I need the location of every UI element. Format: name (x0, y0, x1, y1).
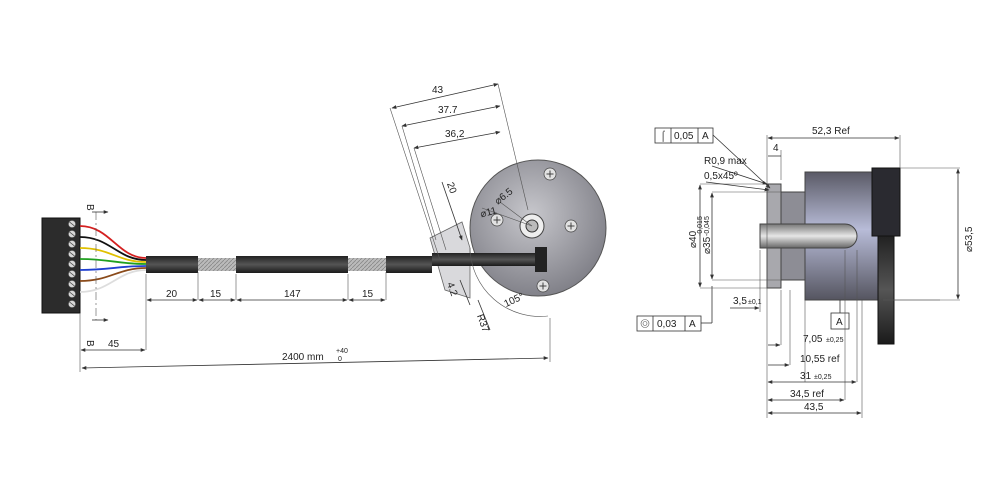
side-dim-7-05-tol: ±0,25 (826, 337, 844, 344)
terminal-connector (41, 217, 81, 314)
flatness-value: 0,05 (674, 131, 694, 142)
side-dim-31: 31 (800, 371, 812, 382)
svg-text:⌠: ⌠ (660, 130, 666, 142)
side-dim-3-5-tol: ±0,1 (748, 299, 762, 306)
datum-a-box: A (830, 300, 850, 330)
encoder-front-view: 43 37.7 36,2 20 4.2 R37 105° ⌀6.5 ⌀11 (389, 83, 607, 334)
encoder-shaft (759, 223, 858, 249)
side-dia-53-5: ⌀53,5 (964, 226, 975, 252)
cable-assembly: B B 20 15 147 15 45 2400 mm +40 0 (41, 204, 551, 372)
flatness-datum: A (702, 131, 709, 142)
front-dim-36-2: 36,2 (445, 129, 465, 140)
side-dim-3-5: 3,5 (733, 296, 747, 307)
side-dim-7-05: 7,05 (803, 334, 823, 345)
cable-dim-20: 20 (166, 289, 178, 300)
cable-braid-section-2 (348, 258, 386, 271)
total-length-tol-minus: 0 (338, 356, 342, 363)
cable-wire (79, 258, 147, 265)
svg-text:A: A (836, 317, 843, 328)
terminal-screw (68, 260, 76, 268)
connector-dim-45: 45 (108, 339, 120, 350)
cable-jacket-section (146, 256, 198, 273)
terminal-screw (68, 240, 76, 248)
cable-wires (79, 225, 147, 293)
section-mark-bottom: B (84, 340, 95, 347)
front-dim-20: 20 (444, 181, 458, 196)
section-mark-top: B (84, 204, 95, 211)
side-dim-52-3-ref: 52,3 Ref (812, 126, 850, 137)
side-dim-10-55-ref: 10,55 ref (800, 354, 840, 365)
cable-dim-15a: 15 (210, 289, 222, 300)
cable-jacket-main (236, 256, 348, 273)
side-radius: R0,9 max (704, 156, 747, 167)
terminal-screw (68, 280, 76, 288)
terminal-screw (68, 250, 76, 258)
side-dim-43-5: 43,5 (804, 402, 824, 413)
side-dim-34-5-ref: 34,5 ref (790, 389, 824, 400)
concentricity-frame: 0,03 A (636, 286, 713, 332)
cable-dim-15b: 15 (362, 289, 374, 300)
front-dim-4-2: 4.2 (444, 281, 459, 298)
side-dia-35-tol-upper: -0,015 (697, 216, 704, 236)
side-dim-31-tol: ±0,25 (814, 374, 832, 381)
terminal-screw (68, 270, 76, 278)
housing-screw (536, 279, 550, 293)
cable-jacket-end (386, 256, 432, 273)
side-dim-4: 4 (773, 143, 779, 154)
encoder-side-view: ⌠ 0,05 A 0,03 A A (636, 126, 975, 418)
cable-wire (79, 265, 147, 271)
side-dia-35: ⌀35 (702, 236, 713, 254)
cable-wire (79, 267, 147, 282)
cable-wire (79, 247, 147, 263)
cable-dim-147: 147 (284, 289, 301, 300)
front-dim-37-7: 37.7 (438, 105, 458, 116)
front-dia-11: ⌀11 (479, 205, 498, 220)
side-dia-40: ⌀40 (688, 230, 699, 248)
housing-screw (543, 167, 557, 181)
cable-wire (79, 269, 147, 293)
total-length-label: 2400 mm (282, 352, 324, 363)
terminal-screw (68, 230, 76, 238)
housing-screw (564, 219, 578, 233)
front-dim-r37: R37 (474, 313, 491, 334)
terminal-screw (68, 290, 76, 298)
terminal-screw (68, 220, 76, 228)
cable-braid-section (198, 258, 236, 271)
terminal-screw (68, 300, 76, 308)
cable-wire (79, 236, 147, 261)
front-dim-angle: 105° (502, 291, 525, 310)
total-length-tol-plus: +40 (336, 348, 348, 355)
front-dim-43: 43 (432, 85, 444, 96)
flatness-frame: ⌠ 0,05 A (654, 127, 771, 189)
side-chamfer: 0,5x45º (704, 171, 738, 182)
concentricity-datum: A (689, 319, 696, 330)
cable-wire (79, 225, 147, 259)
side-dia-35-tol-lower: -0,045 (704, 216, 711, 236)
housing-screw (490, 213, 504, 227)
concentricity-value: 0,03 (657, 319, 677, 330)
